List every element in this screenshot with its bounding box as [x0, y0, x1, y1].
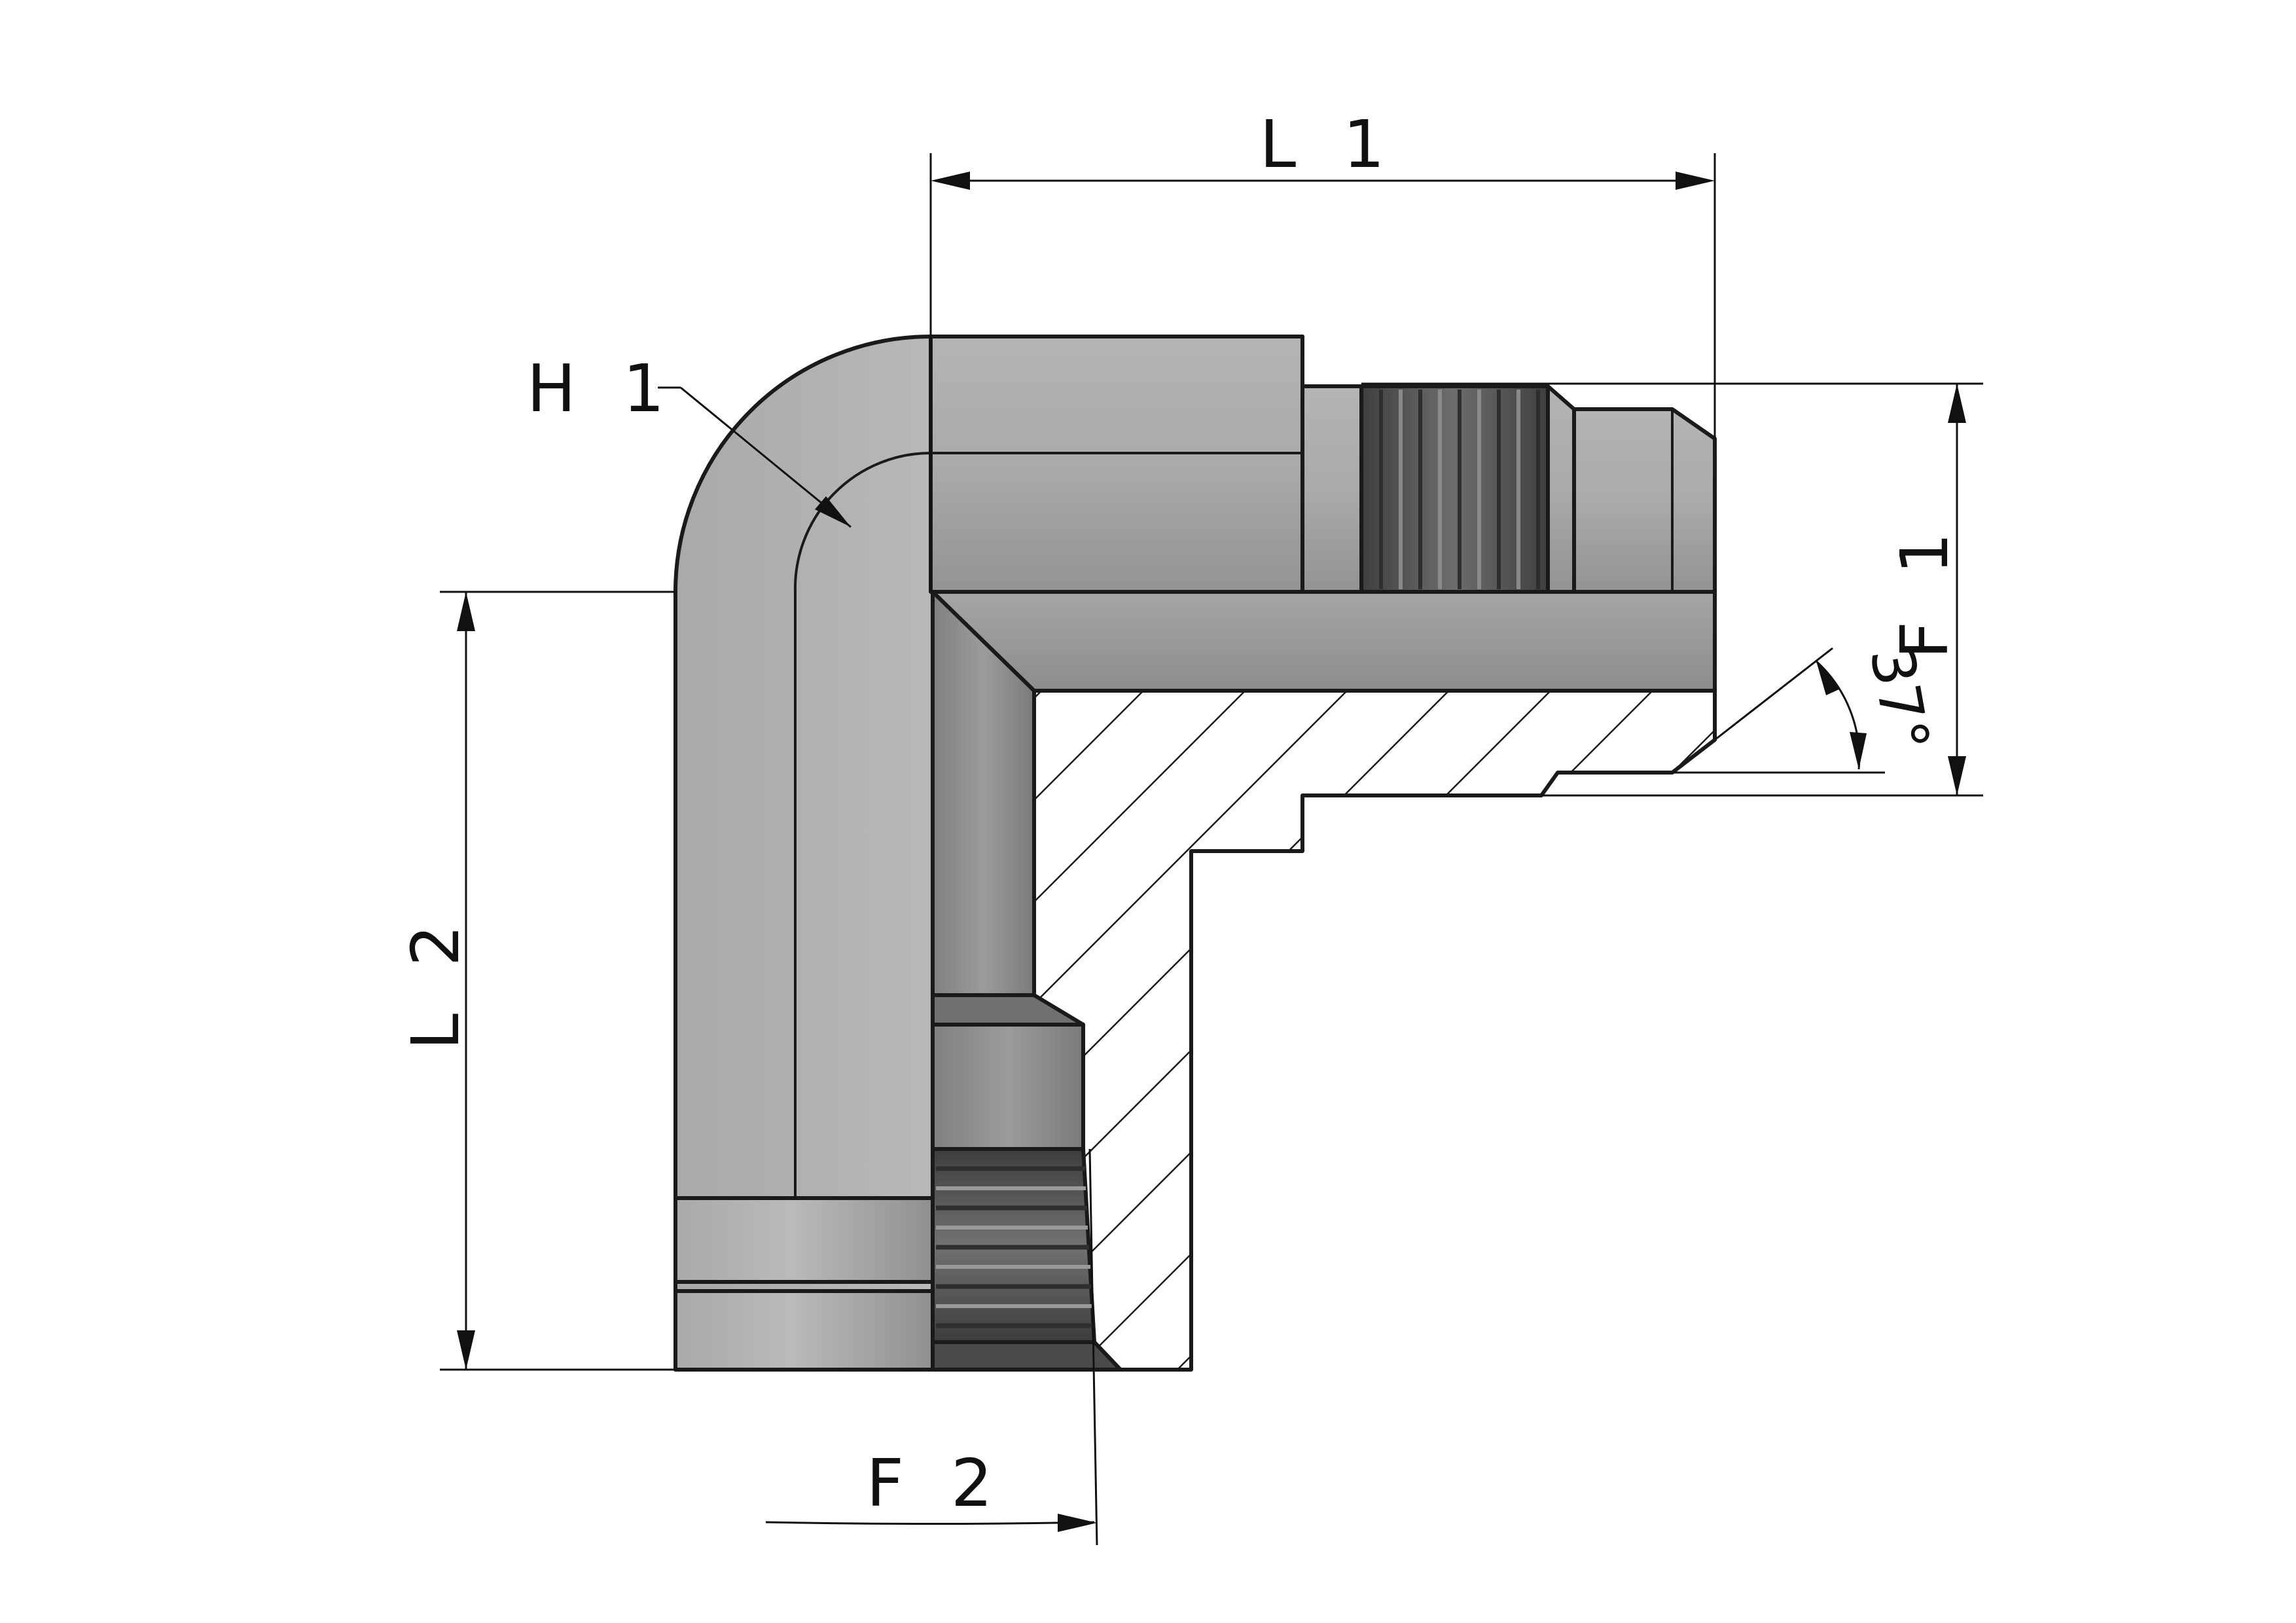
label-f1: F 1	[1886, 520, 1963, 659]
leader-h1: H 1	[527, 350, 852, 528]
elbow-body-outer	[673, 335, 1304, 1372]
dimension-f1: F 1	[1361, 382, 1983, 797]
port-counterbore	[931, 1023, 1085, 1151]
section-hatch	[931, 590, 1717, 1372]
right-thread-grooves	[1379, 390, 1540, 589]
right-shoulder	[1300, 384, 1363, 594]
horizontal-arm	[929, 335, 1304, 594]
bottom-thread-grooves	[936, 1166, 1093, 1328]
right-thread-chamfer	[1546, 384, 1576, 594]
dimension-l1: L 1	[929, 106, 1716, 592]
label-f2: F 2	[867, 1445, 1006, 1522]
hex-nut-upper	[673, 1196, 935, 1284]
label-h1: H 1	[527, 350, 678, 427]
hex-nut-lower	[673, 1289, 935, 1372]
horizontal-bore	[931, 590, 1717, 693]
label-l2: L 2	[397, 911, 474, 1049]
bottom-thread-runout	[931, 1340, 1122, 1372]
right-cone-nose	[1572, 407, 1717, 594]
dimension-l2: L 2	[397, 591, 675, 1371]
label-l1: L 1	[1259, 106, 1397, 183]
dimension-f2: F 2	[765, 1148, 1098, 1546]
inner-bend-line	[793, 452, 1302, 1198]
